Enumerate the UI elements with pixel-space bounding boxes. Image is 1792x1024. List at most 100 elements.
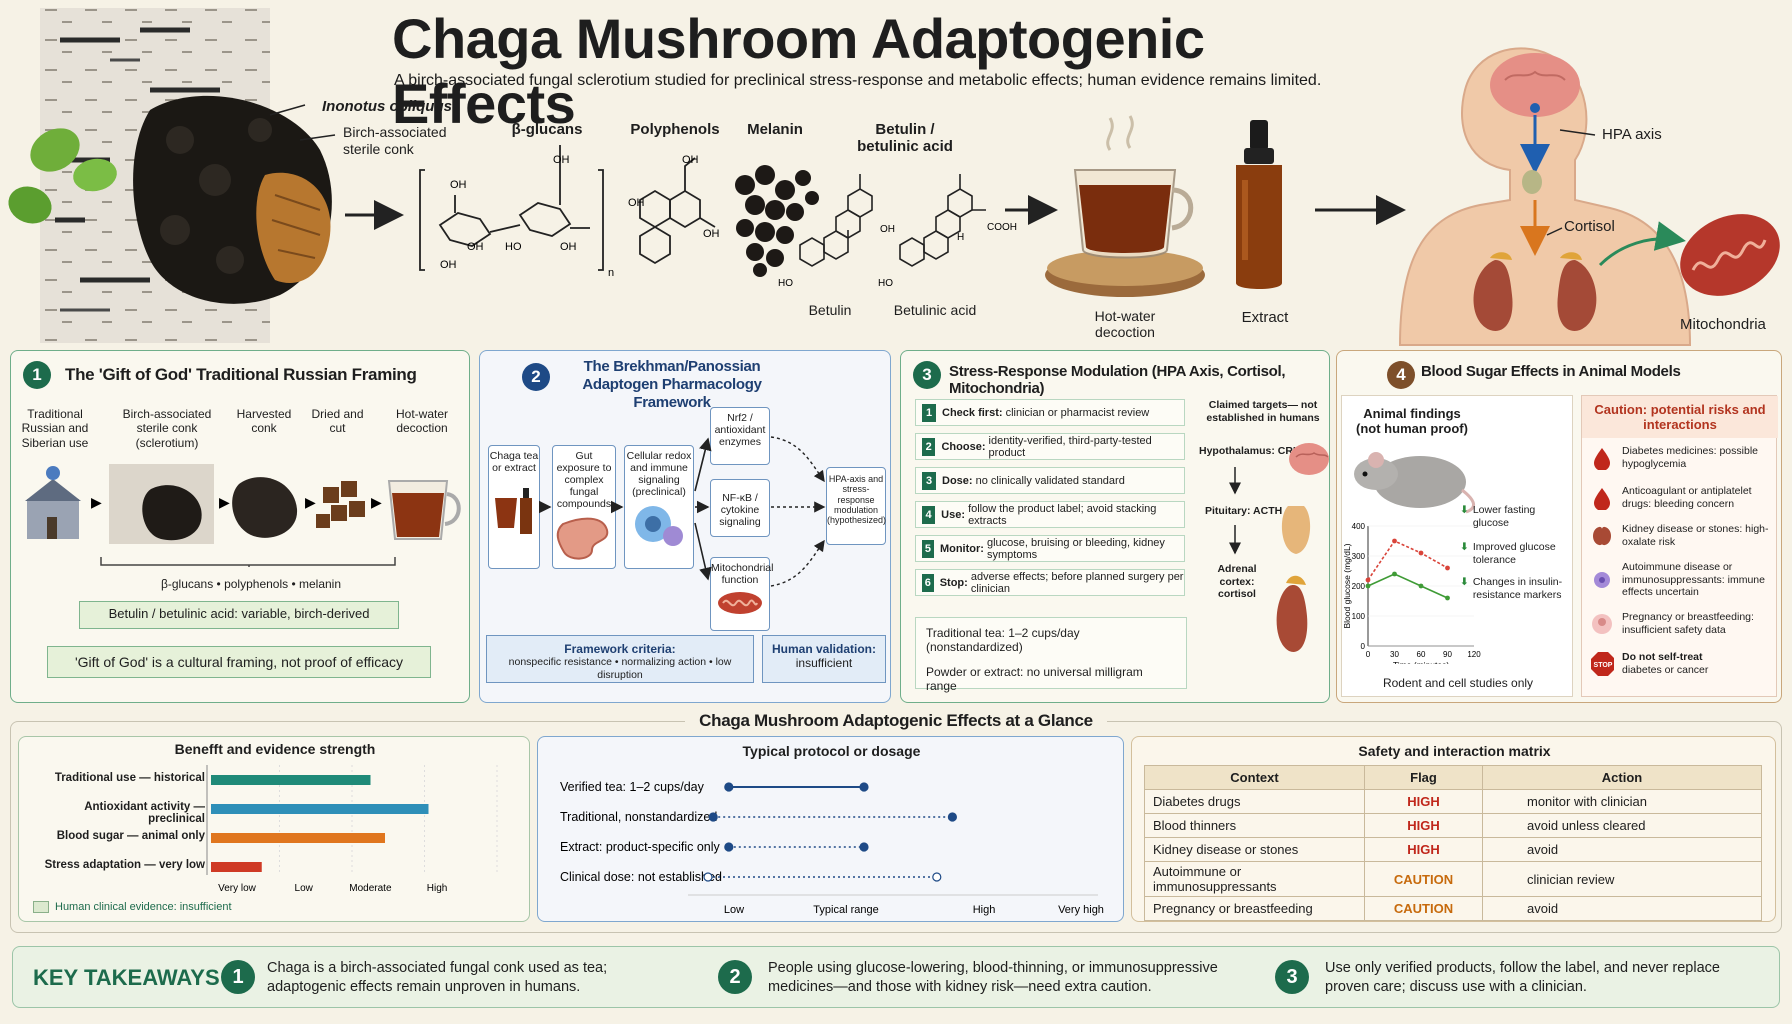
decoction-label: Hot-water decoction	[1094, 308, 1156, 340]
svg-text:HO: HO	[778, 278, 793, 289]
takeaway-2: People using glucose-lowering, blood-thi…	[768, 960, 1218, 995]
scale-tick-label: Low	[724, 904, 744, 916]
extract-bottle-image	[1236, 120, 1282, 289]
data-point	[1392, 571, 1397, 577]
evidence-row-label: Blood sugar — animal only	[56, 830, 205, 842]
risk-card: Caution: potential risks and interaction…	[1581, 395, 1778, 697]
birch-leaves-image	[8, 128, 117, 224]
step-decoction: Hot-water decoction	[395, 407, 448, 436]
y-tick-label: 200	[1352, 582, 1366, 591]
betulin-note-box: Betulin / betulinic acid: variable, birc…	[79, 601, 399, 629]
takeaway-number-3: 3	[1275, 960, 1309, 994]
matrix-header-row: Context Flag Action	[1144, 765, 1762, 790]
components-line: β-glucans • polyphenols • melanin	[160, 577, 342, 591]
scale-tick-label: Very high	[1058, 904, 1104, 916]
protocol-row-label: Traditional, nonstandardized	[560, 810, 717, 824]
glucose-chart: 01002003004000306090120Time (minutes)Blo…	[1342, 522, 1481, 664]
evidence-row-label: Traditional use — historical	[54, 772, 205, 784]
range-end	[932, 872, 942, 882]
adrenal-label: Adrenal cortex: cortisol	[1217, 563, 1257, 601]
y-axis-label: Blood glucose (mg/dL)	[1342, 543, 1352, 628]
svg-text:HO: HO	[878, 278, 893, 289]
blood-drop-icon	[1590, 446, 1614, 470]
panel-title: Stress-Response Modulation (HPA Axis, Co…	[949, 363, 1286, 397]
panel-title: The Brekhman/Panossian Adaptogen Pharmac…	[582, 358, 762, 411]
y-tick-label: 300	[1352, 552, 1366, 561]
scale-tick-label: Moderate	[349, 883, 392, 894]
kidney-icon	[1590, 524, 1614, 548]
hpa-organs-illustration	[1229, 443, 1329, 652]
takeaway-1: Chaga is a birch-associated fungal conk …	[267, 960, 608, 995]
svg-text:STOP: STOP	[1594, 662, 1613, 669]
safety-matrix-panel: Safety and interaction matrix Context Fl…	[1131, 736, 1776, 922]
evidence-row-label: Stress adaptation — very low	[44, 859, 205, 871]
protocol-row-label: Verified tea: 1–2 cups/day	[560, 780, 705, 794]
hypothalamus-label: Hypothalamus: CRH	[1199, 445, 1301, 457]
evidence-row-label: Antioxidant activity — preclinical	[84, 801, 205, 825]
panel-adaptogen-framework: 2 The Brekhman/Panossian Adaptogen Pharm…	[479, 350, 891, 703]
betulin-label: Betulin	[808, 302, 852, 318]
scale-tick-label: High	[427, 883, 448, 894]
x-tick-label: 90	[1443, 650, 1452, 659]
animal-findings-title: Animal findings (not human proof)	[1356, 406, 1468, 436]
compound-beta-glucans: β-glucans	[511, 121, 583, 138]
svg-text:OH: OH	[628, 197, 645, 209]
data-point	[1445, 595, 1450, 601]
matrix-title: Safety and interaction matrix	[1358, 743, 1551, 759]
panel-title: The 'Gift of God' Traditional Russian Fr…	[65, 365, 417, 384]
flow-cellular-redox: Cellular redox and immune signaling (pre…	[624, 445, 694, 569]
panel-blood-sugar: 4 Blood Sugar Effects in Animal Models A…	[1336, 350, 1782, 703]
compound-betulin: Betulin / betulinic acid	[857, 121, 953, 155]
brain-icon	[1289, 443, 1329, 475]
svg-text:▶: ▶	[91, 494, 102, 510]
evidence-bar	[211, 833, 385, 843]
glance-title: Chaga Mushroom Adaptogenic Effects at a …	[0, 711, 1792, 731]
betulinic-acid-label: Betulinic acid	[893, 302, 977, 318]
pituitary-icon	[1281, 506, 1311, 554]
panel-number-4: 4	[1387, 361, 1415, 389]
chaga-conk-image	[133, 95, 332, 304]
pregnancy-icon	[1590, 612, 1614, 636]
panel-number-2: 2	[522, 363, 550, 391]
flow-gut-exposure: Gut exposure to complex fungal compounds	[552, 445, 616, 569]
step-sterile-conk: Birch-associated sterile conk (sclerotiu…	[122, 407, 212, 450]
mitochondria-label: Mitochondria	[1680, 316, 1766, 333]
beta-glucan-structure	[419, 145, 604, 271]
polyphenol-structure	[639, 157, 716, 265]
svg-text:▶: ▶	[371, 494, 382, 510]
evidence-bar	[211, 804, 429, 814]
x-axis-label: Time (minutes)	[1393, 660, 1450, 664]
tea-mug-icon	[387, 480, 461, 540]
data-point	[1418, 550, 1424, 556]
page-subtitle: A birch-associated fungal sclerotium stu…	[394, 72, 1322, 89]
church-icon	[25, 466, 81, 539]
risk-autoimmune: Autoimmune disease or immunosuppressants…	[1590, 558, 1770, 602]
panel-number-3: 3	[913, 361, 941, 389]
range-start	[724, 842, 734, 852]
svg-text:▶: ▶	[305, 494, 316, 510]
key-takeaways-label: KEY TAKEAWAYS	[33, 965, 220, 990]
hpa-axis-label: HPA axis	[1602, 126, 1662, 143]
protocol-panel: Typical protocol or dosage Verified tea:…	[537, 736, 1124, 922]
extract-label: Extract	[1241, 309, 1289, 326]
panel-traditional-framing: 1 The 'Gift of God' Traditional Russian …	[10, 350, 470, 703]
svg-text:COOH: COOH	[987, 222, 1017, 233]
range-start	[724, 782, 734, 792]
svg-text:n: n	[608, 267, 614, 279]
data-point	[1445, 565, 1450, 571]
data-point	[1392, 538, 1397, 544]
y-tick-label: 100	[1352, 612, 1366, 621]
cortisol-label: Cortisol	[1564, 218, 1615, 235]
traditional-process-illustration: ▶ ▶ ▶ ▶	[25, 464, 461, 544]
svg-text:OH: OH	[440, 259, 457, 271]
range-end	[859, 782, 869, 792]
